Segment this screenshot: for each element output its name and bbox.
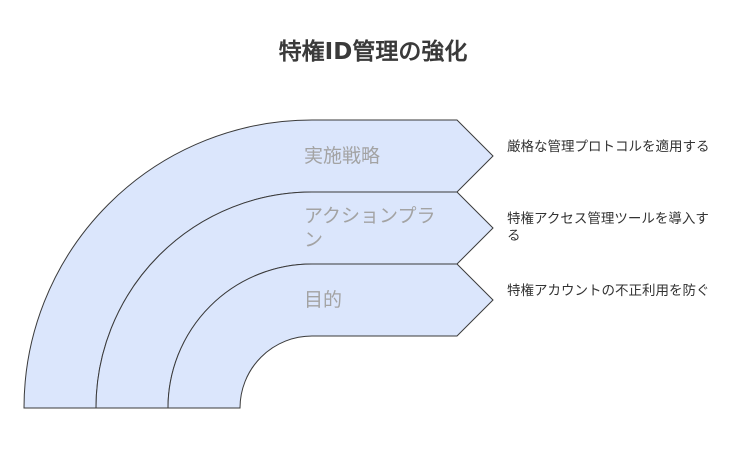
description-objective: 特権アカウントの不正利用を防ぐ <box>507 283 710 299</box>
band-label-strategy: 実施戦略 <box>304 145 381 167</box>
description-strategy: 厳格な管理プロトコルを適用する <box>507 139 710 155</box>
diagram-title: 特権ID管理の強化 <box>278 39 468 65</box>
description-action-plan: 特権アクセス管理ツールを導入する <box>507 211 709 244</box>
band-objective <box>167 263 494 409</box>
band-label-action-plan: アクションプラン <box>304 205 436 251</box>
band-label-objective: 目的 <box>304 289 343 311</box>
